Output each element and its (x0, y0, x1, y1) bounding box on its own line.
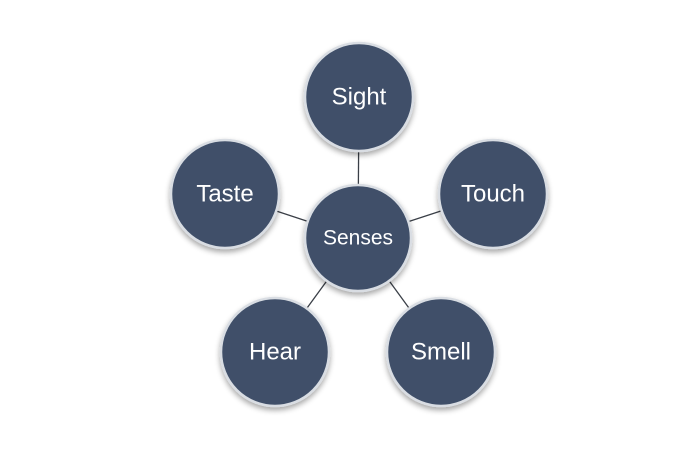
spoke-node-smell-label: Smell (411, 339, 471, 366)
spoke-node-taste-circle (169, 138, 281, 250)
hub-node-senses-label: Senses (323, 227, 393, 250)
connector-touch (408, 210, 442, 223)
spoke-node-hear-label: Hear (249, 339, 301, 366)
spoke-node-taste-label: Taste (196, 181, 253, 208)
connector-smell (388, 280, 410, 309)
spoke-node-hear-circle (219, 296, 331, 408)
spoke-node-taste: Taste (169, 138, 281, 250)
connector-hear (306, 280, 328, 309)
spoke-node-smell: Smell (385, 296, 497, 408)
spoke-node-touch-label: Touch (461, 181, 525, 208)
hub-node-senses-circle (303, 183, 413, 293)
spoke-node-hear: Hear (219, 296, 331, 408)
spoke-node-smell-circle (385, 296, 497, 408)
spoke-node-touch: Touch (437, 138, 549, 250)
spoke-node-sight-label: Sight (332, 84, 387, 111)
spoke-node-touch-circle (437, 138, 549, 250)
connectors (276, 150, 442, 309)
spoke-node-sight: Sight (303, 41, 415, 153)
connector-taste (276, 210, 308, 222)
spoke-node-sight-circle (303, 41, 415, 153)
hub-node-senses: Senses (303, 183, 413, 293)
